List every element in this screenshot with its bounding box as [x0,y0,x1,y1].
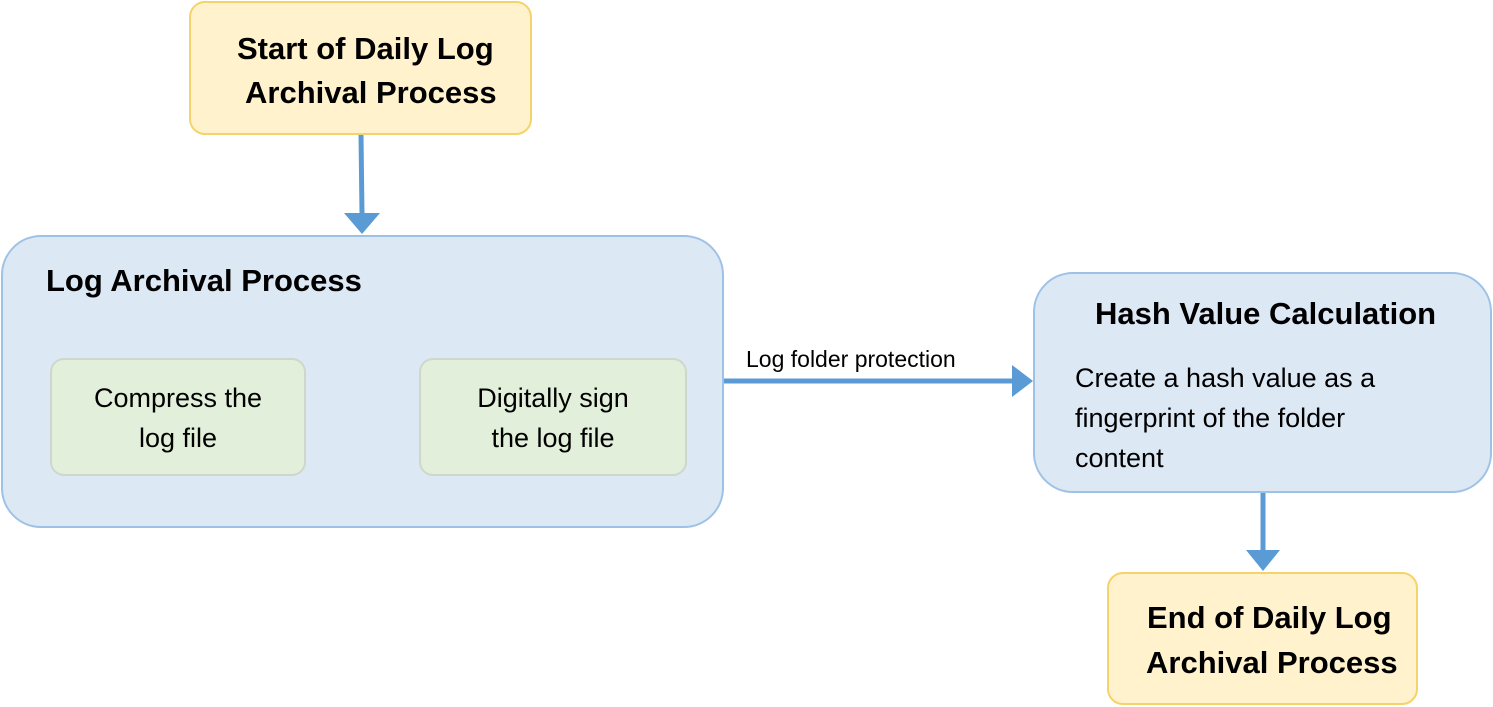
start-node-line1: Start of Daily Log [237,31,494,66]
hash-calculation-line3: content [1075,443,1164,473]
compress-step: Compress the log file [50,358,306,476]
log-folder-protection-label: Log folder protection [746,346,956,372]
arrowhead-start-to-archival [344,213,380,234]
arrow-start-to-archival [358,134,365,215]
hash-calculation-node: Hash Value Calculation Create a hash val… [1033,272,1492,493]
end-node-line1: End of Daily Log [1147,600,1392,635]
arrowhead-archival-to-hash [1012,365,1033,397]
compress-step-line2: log file [138,423,218,453]
log-archival-title: Log Archival Process [46,263,362,298]
start-node-line2: Archival Process [245,75,497,110]
hash-calculation-line2: fingerprint of the folder [1075,403,1346,433]
start-node: Start of Daily Log Archival Process [189,1,532,135]
hash-calculation-line1: Create a hash value as a [1075,363,1376,393]
hash-calculation-title: Hash Value Calculation [1095,296,1437,331]
compress-step-line1: Compress the [93,383,263,413]
sign-step-line1: Digitally sign [477,383,629,413]
arrowhead-hash-to-end [1246,550,1280,571]
end-node-line2: Archival Process [1146,645,1398,680]
end-node: End of Daily Log Archival Process [1107,572,1418,705]
sign-step-line2: the log file [491,423,615,453]
sign-step: Digitally sign the log file [419,358,687,476]
